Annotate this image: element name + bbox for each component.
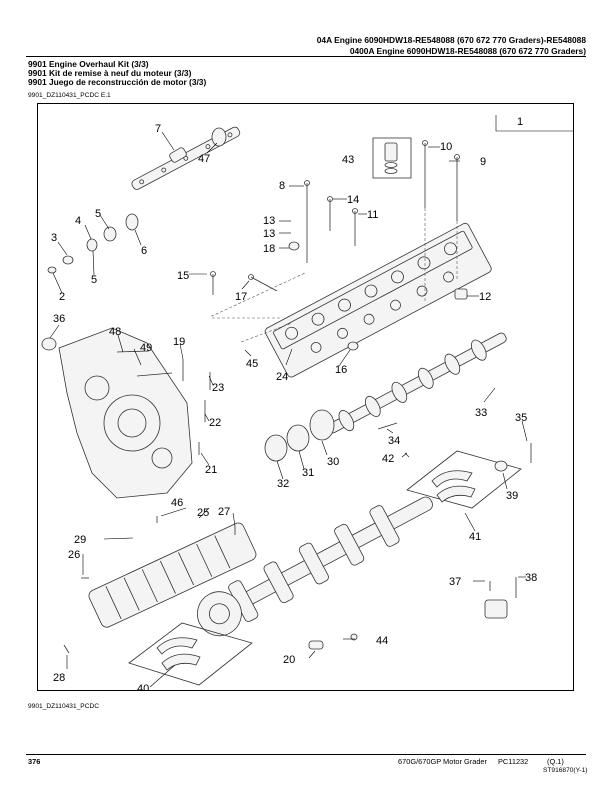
callout-17: 17 [235,291,247,303]
leader-lines [49,131,528,688]
callout-1-bracket [495,115,574,132]
cylinder-head [264,222,492,378]
callout-16: 16 [335,364,347,376]
callout-20: 20 [283,654,295,666]
callout-5a: 5 [95,208,101,220]
illustration-frame [37,103,574,691]
main-bearing-kit-box [128,622,253,686]
callout-14: 14 [347,194,359,206]
crankshaft [197,496,433,637]
callout-24: 24 [276,371,288,383]
callout-41: 41 [469,531,481,543]
callout-45: 45 [246,358,258,370]
callout-2: 2 [59,291,65,303]
callout-46: 46 [171,497,183,509]
machine-model: 670G/670GP Motor Grader [398,757,488,766]
catalog-code: ST916870(Y-1) [543,767,588,774]
callout-11: 11 [367,209,378,221]
oil-cooler-assembly [88,522,257,628]
callout-36: 36 [53,313,65,325]
callout-13b: 13 [263,228,275,240]
callout-44: 44 [376,635,388,647]
callout-7: 7 [155,123,161,135]
callout-27: 27 [218,506,230,518]
callout-32: 32 [277,478,289,490]
catalog-revision: (Q.1) [547,757,564,766]
callout-4: 4 [75,215,81,227]
engine-exploded-view-illustration: .p { fill: none; stroke: #333; stroke-wi… [41,115,574,691]
callout-13a: 13 [263,215,275,227]
catalog-header-line-2: 0400A Engine 6090HDW18-RE548088 (670 672… [349,46,586,56]
section-title-spanish: 9901 Juego de reconstrucción de motor (3… [28,77,207,87]
callout-47: 47 [198,153,210,165]
callout-28: 28 [53,672,65,684]
callout-5b: 5 [91,274,97,286]
page-number: 376 [28,757,41,766]
callout-21: 21 [205,464,217,476]
callout-12: 12 [479,291,491,303]
callout-37: 37 [449,576,461,588]
callout-6: 6 [141,245,147,257]
callout-18: 18 [263,243,275,255]
bolts [63,140,532,654]
callout-35: 35 [515,412,527,424]
callout-40: 40 [137,683,149,691]
small-parts [41,127,508,650]
callout-labels: 1 2 3 4 5 5 6 7 8 9 10 11 12 13 13 14 15… [51,116,537,691]
callout-1: 1 [517,116,523,128]
rod-bearing-kit-box [406,450,522,509]
callout-34: 34 [388,435,400,447]
catalog-number: PC11232 [498,757,529,766]
callout-3: 3 [51,232,57,244]
callout-29: 29 [74,534,86,546]
catalog-header-line-1: 04A Engine 6090HDW18-RE548088 (670 672 7… [316,35,586,45]
callout-25: 25 [197,507,209,519]
callout-31: 31 [302,467,314,479]
callout-30: 30 [327,456,339,468]
callout-49: 49 [140,342,152,354]
gear-housing [58,327,193,499]
callout-42: 42 [382,453,394,465]
section-title-english: 9901 Engine Overhaul Kit (3/3) [28,59,149,69]
callout-39: 39 [506,490,518,502]
callout-23: 23 [212,382,224,394]
callout-8: 8 [279,180,285,192]
camshaft [327,332,507,434]
footer-divider [26,754,586,755]
figure-id-top: 9901_DZ110431_PCDC E.1 [28,92,111,99]
callout-15: 15 [177,270,189,282]
callout-22: 22 [209,417,221,429]
callout-26: 26 [68,549,80,561]
callout-19: 19 [173,336,185,348]
header-divider [26,56,586,57]
injector-seal-kit-box [372,137,412,179]
callout-48: 48 [109,326,121,338]
callout-43: 43 [342,154,354,166]
callout-33: 33 [475,407,487,419]
callout-9: 9 [480,156,486,168]
callout-38: 38 [525,572,537,584]
callout-10: 10 [440,141,452,153]
section-title-french: 9901 Kit de remise à neuf du moteur (3/3… [28,68,192,78]
figure-id-bottom: 9901_DZ110431_PCDC [28,703,99,710]
